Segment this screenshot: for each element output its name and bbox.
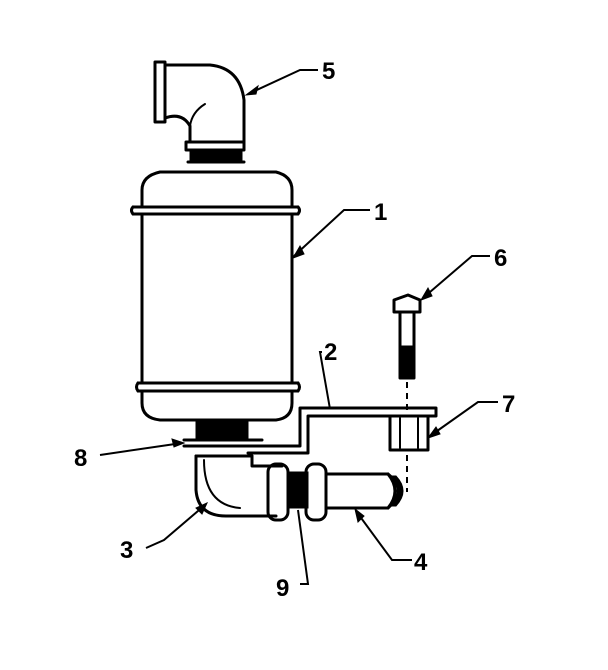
bolt: [392, 293, 422, 492]
callout-5: 5: [322, 58, 335, 85]
hose-connector: [266, 462, 404, 522]
callout-labels: 5 1 6 2 7 8 3 4 9: [74, 58, 515, 602]
callout-7: 7: [502, 391, 515, 418]
callout-8: 8: [74, 445, 87, 472]
coupling-ring: [182, 421, 264, 448]
callout-leaders: [99, 69, 498, 585]
callout-3: 3: [120, 537, 133, 564]
callout-2: 2: [324, 339, 337, 366]
callout-9: 9: [276, 575, 289, 602]
top-elbow-fitting: [153, 60, 246, 164]
callout-6: 6: [494, 245, 507, 272]
callout-1: 1: [374, 199, 387, 226]
callout-4: 4: [414, 549, 428, 576]
filter-canister: [130, 170, 301, 422]
mounting-bracket: [246, 406, 438, 455]
